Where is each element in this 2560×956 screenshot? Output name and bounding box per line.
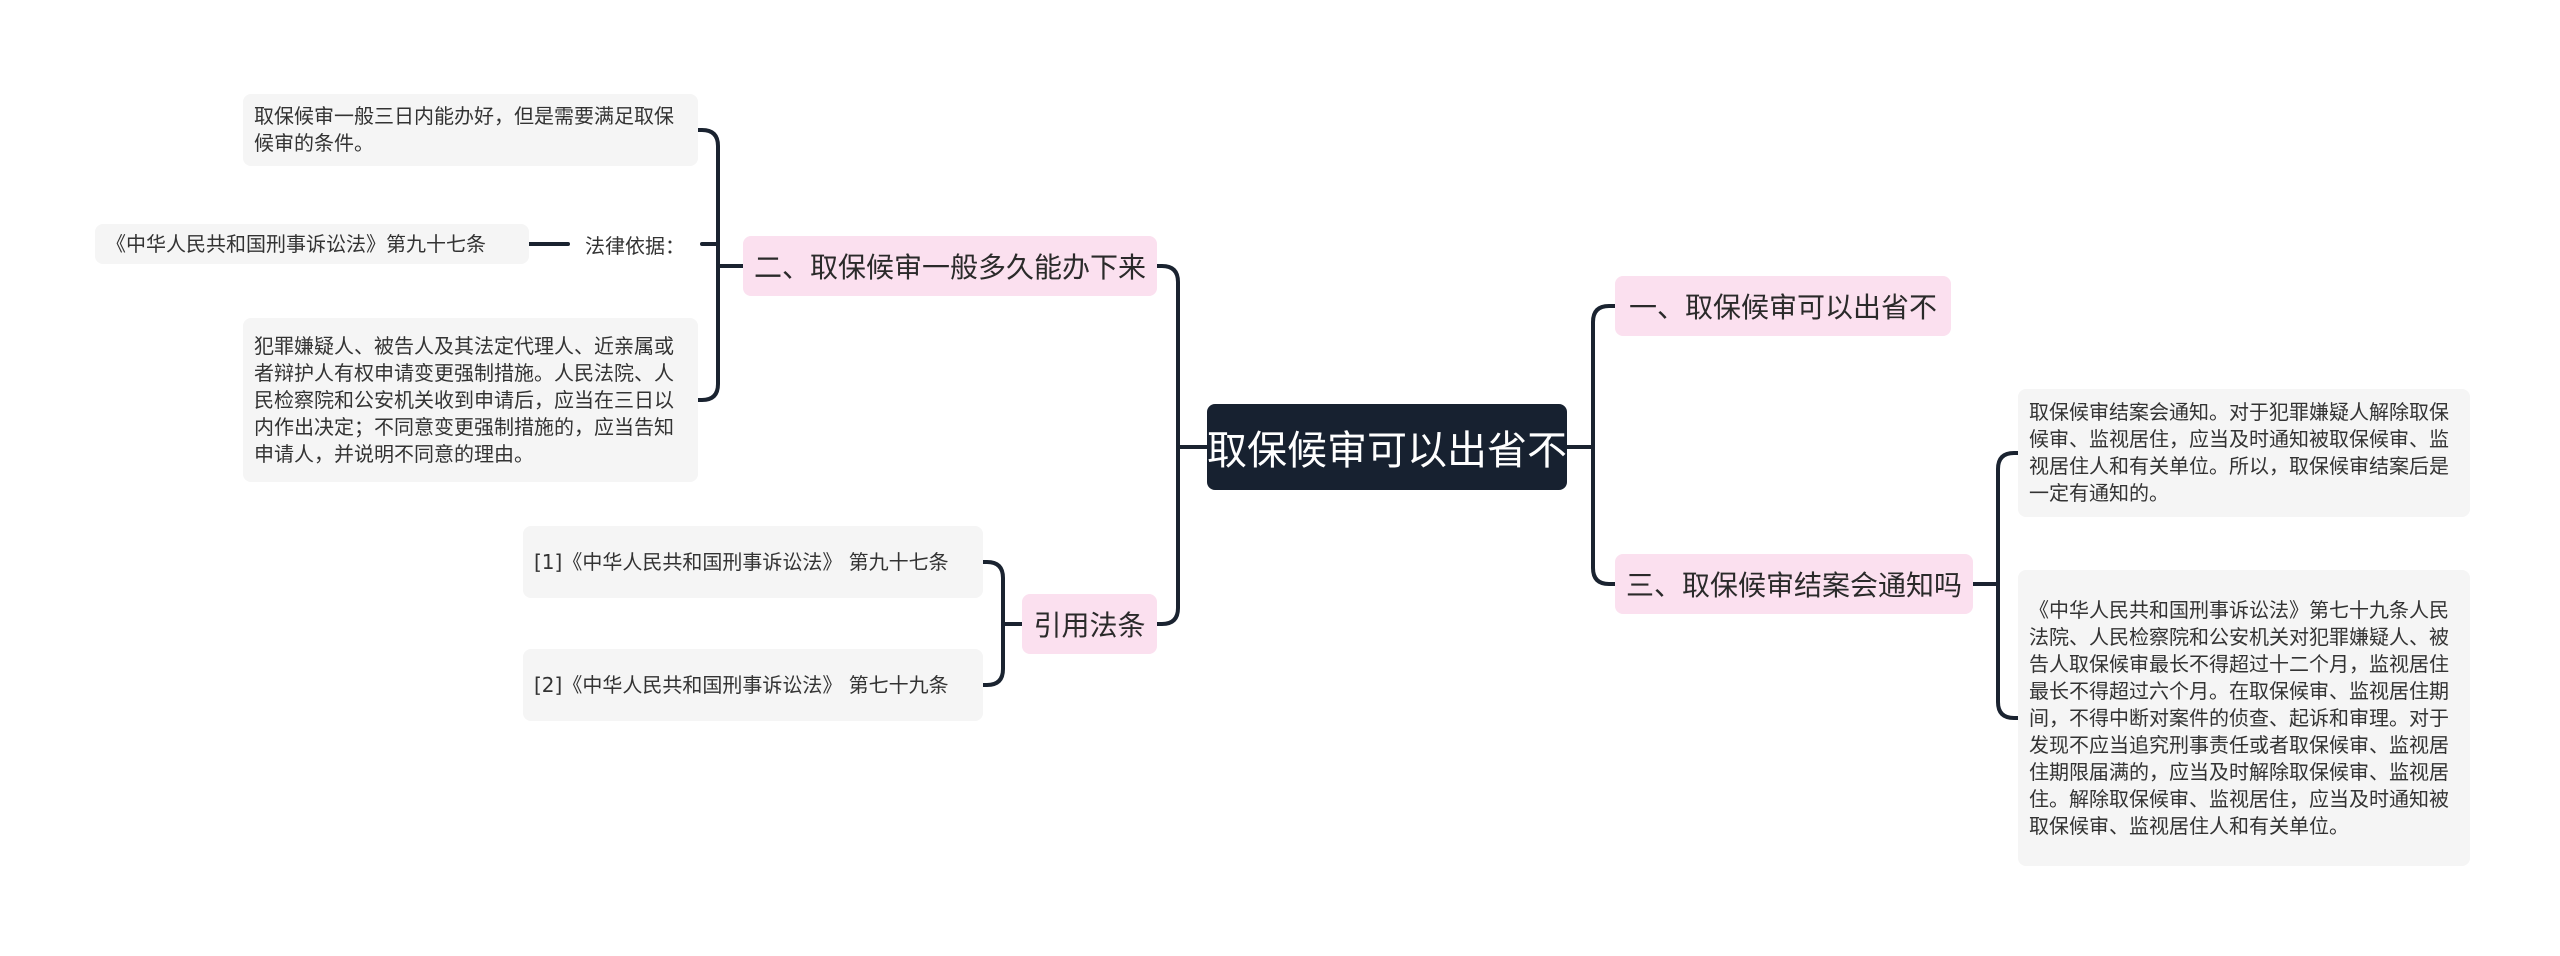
branch-topic-2-label: 二、取保候审一般多久能办下来 [753, 251, 1146, 284]
branch-topic-3[interactable]: 三、取保候审结案会通知吗 [1615, 554, 1973, 614]
subtopic-basis-label-text: 法律依据： [585, 233, 685, 258]
connector-b4-to-ref1 [981, 560, 1005, 626]
root-topic-label: 取保候审可以出省不 [1207, 428, 1567, 474]
branch-topic-1[interactable]: 一、取保候审可以出省不 [1615, 276, 1951, 336]
connector-b2-to-text [696, 264, 720, 402]
branch-topic-4[interactable]: 引用法条 [1022, 594, 1157, 654]
subtopic-notice-note-text: 取保候审结案会通知。对于犯罪嫌疑人解除取保候审、监视居住，应当及时通知被取保候审… [2029, 400, 2449, 505]
subtopic-time-note[interactable]: 取保候审一般三日内能办好，但是需要满足取保候审的条件。 [243, 94, 698, 166]
branch-topic-4-label: 引用法条 [1033, 609, 1146, 642]
reference-item-1-text: [1]《中华人民共和国刑事诉讼法》 第九十七条 [534, 549, 949, 574]
reference-item-1[interactable]: [1]《中华人民共和国刑事诉讼法》 第九十七条 [523, 526, 983, 598]
connector-b2-to-note [696, 128, 720, 268]
connector-root-to-b2 [1155, 264, 1180, 449]
connector-root-to-b1 [1591, 304, 1617, 449]
subtopic-time-note-text: 取保候审一般三日内能办好，但是需要满足取保候审的条件。 [254, 104, 674, 155]
reference-item-2-text: [2]《中华人民共和国刑事诉讼法》 第七十九条 [534, 672, 949, 697]
connector-root-to-b3 [1591, 445, 1617, 586]
subtopic-basis-text[interactable]: 犯罪嫌疑人、被告人及其法定代理人、近亲属或者辩护人有权申请变更强制措施。人民法院… [243, 318, 698, 482]
subtopic-basis-law-text: 《中华人民共和国刑事诉讼法》第九十七条 [106, 231, 486, 256]
branch-topic-1-label: 一、取保候审可以出省不 [1628, 291, 1937, 324]
subtopic-basis-text-body: 犯罪嫌疑人、被告人及其法定代理人、近亲属或者辩护人有权申请变更强制措施。人民法院… [254, 333, 674, 466]
reference-item-2[interactable]: [2]《中华人民共和国刑事诉讼法》 第七十九条 [523, 649, 983, 721]
connector-b3-to-note2 [1996, 582, 2020, 720]
branch-topic-3-label: 三、取保候审结案会通知吗 [1625, 569, 1962, 602]
root-topic[interactable]: 取保候审可以出省不 [1207, 404, 1567, 490]
connector-root-to-b4 [1155, 445, 1180, 626]
subtopic-notice-law[interactable]: 《中华人民共和国刑事诉讼法》第七十九条人民法院、人民检察院和公安机关对犯罪嫌疑人… [2018, 570, 2470, 866]
subtopic-notice-note[interactable]: 取保候审结案会通知。对于犯罪嫌疑人解除取保候审、监视居住，应当及时通知被取保候审… [2018, 389, 2470, 517]
subtopic-basis-law[interactable]: 《中华人民共和国刑事诉讼法》第九十七条 [95, 224, 529, 264]
connector-b3-to-note1 [1996, 451, 2020, 586]
subtopic-notice-law-text: 《中华人民共和国刑事诉讼法》第七十九条人民法院、人民检察院和公安机关对犯罪嫌疑人… [2029, 597, 2449, 838]
connector-b4-to-ref2 [981, 622, 1005, 687]
subtopic-basis-label[interactable]: 法律依据： [568, 226, 702, 262]
branch-topic-2[interactable]: 二、取保候审一般多久能办下来 [743, 236, 1157, 296]
connector-b2-to-label [700, 242, 720, 250]
